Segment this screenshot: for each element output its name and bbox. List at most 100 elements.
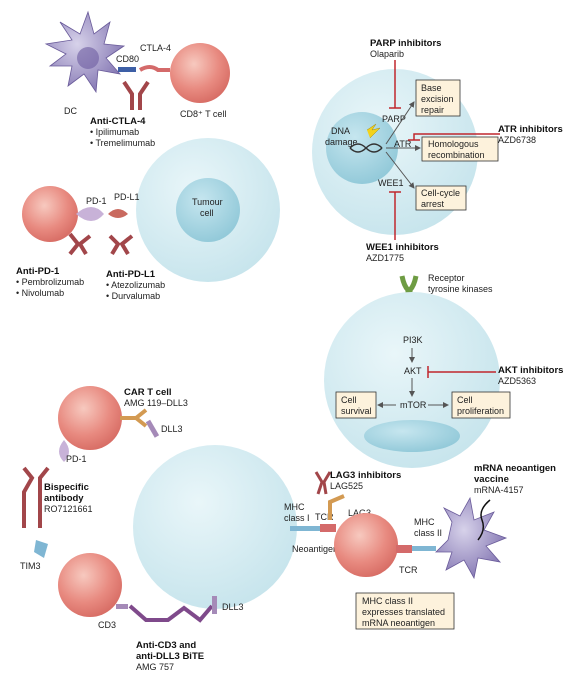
proliferation-text-1: Cell xyxy=(457,395,473,405)
bite-title-1: Anti-CD3 and xyxy=(136,640,196,651)
mhc2-receptor xyxy=(412,546,436,551)
dna-damage-label-2: damage xyxy=(325,137,358,147)
bite-antibody xyxy=(128,604,214,623)
car-t-title: CAR T cell xyxy=(124,387,172,398)
survival-text-2: survival xyxy=(341,406,372,416)
arrest-text-2: arrest xyxy=(421,199,445,209)
rtk-label-2: tyrosine kinases xyxy=(428,284,493,294)
ctla4-label: CTLA-4 xyxy=(140,43,171,53)
cd80-label: CD80 xyxy=(116,54,139,64)
dc-cell xyxy=(44,10,126,94)
vaccine-title-2: vaccine xyxy=(474,474,509,485)
tumour-label-2: cell xyxy=(200,208,214,218)
anti-pd1-drug-1: • Pembrolizumab xyxy=(16,277,84,287)
anti-ctla4-antibody xyxy=(122,80,150,110)
hr-text-2: recombination xyxy=(428,150,485,160)
akt-label: AKT xyxy=(404,366,422,376)
anti-pdl1-antibody xyxy=(108,234,134,256)
cd3-receptor xyxy=(116,604,128,609)
dll3-receptor-1 xyxy=(145,419,160,438)
mhc1-label-2: class I xyxy=(284,513,310,523)
anti-pd1-antibody xyxy=(68,232,92,256)
atr-inhibitors-title: ATR inhibitors xyxy=(498,124,563,135)
bispecific-title-2: antibody xyxy=(44,493,84,504)
tcr-receptor-2 xyxy=(396,545,412,553)
anti-pd1-title: Anti-PD-1 xyxy=(16,266,60,277)
dc-label: DC xyxy=(64,106,77,116)
bite-title-2: anti-DLL3 BiTE xyxy=(136,651,204,662)
car-t-drug: AMG 119–DLL3 xyxy=(124,398,188,408)
tim3-label: TIM3 xyxy=(20,561,41,571)
mhc2-label-1: MHC xyxy=(414,517,435,527)
vaccine-title-1: mRNA neoantigen xyxy=(474,463,556,474)
mhc1-receptor xyxy=(290,526,320,531)
proliferation-box xyxy=(451,391,511,419)
anti-pdl1-title: Anti-PD-L1 xyxy=(106,269,156,280)
pd1-label-2: PD-1 xyxy=(66,454,87,464)
atr-inhibition-line xyxy=(413,133,500,140)
ctla4-receptor xyxy=(138,65,170,72)
anti-pdl1-drug-1: • Atezolizumab xyxy=(106,280,165,290)
pi3k-nucleus xyxy=(364,420,460,452)
atr-inhibitors-drug: AZD6738 xyxy=(498,135,536,145)
car-t-cell xyxy=(58,386,122,450)
dll3-receptor-2 xyxy=(212,596,217,614)
car-receptor xyxy=(120,408,148,428)
bite-t-cell xyxy=(58,553,122,617)
proliferation-text-2: proliferation xyxy=(457,406,504,416)
arrow-to-ber xyxy=(385,101,415,145)
wee1-inhibitors-drug: AZD1775 xyxy=(366,253,404,263)
parp-inhibitors-drug: Olaparib xyxy=(370,49,404,59)
arrest-box xyxy=(415,185,467,211)
mtor-label: mTOR xyxy=(400,400,427,410)
bispecific-drug: RO7121661 xyxy=(44,504,93,514)
tim3-receptor xyxy=(34,540,48,558)
ber-text-3: repair xyxy=(421,105,444,115)
cd8-t-cell xyxy=(170,43,230,103)
dll3-label-2: DLL3 xyxy=(222,602,244,612)
anti-ctla4-title: Anti-CTLA-4 xyxy=(90,116,146,127)
vaccine-dc-cell xyxy=(435,496,508,580)
cd8-label: CD8⁺ T cell xyxy=(180,109,226,119)
arrow-to-arrest xyxy=(385,151,415,189)
survival-text-1: Cell xyxy=(341,395,357,405)
neoantigen-label: Neoantigen xyxy=(292,544,338,554)
bite-drug: AMG 757 xyxy=(136,662,174,672)
survival-box xyxy=(335,391,377,419)
pi3k-label: PI3K xyxy=(403,335,423,345)
dll3-label-1: DLL3 xyxy=(161,424,183,434)
cd3-label: CD3 xyxy=(98,620,116,630)
tumour-label-1: Tumour xyxy=(192,197,223,207)
lag3-antibody xyxy=(314,471,332,495)
dna-damage-bolt xyxy=(366,123,381,139)
akt-inhibitors-title: AKT inhibitors xyxy=(498,365,563,376)
tcr-label: TCR xyxy=(315,512,334,522)
lag3-label: LAG3 xyxy=(348,508,371,518)
anti-pdl1-drug-2: • Durvalumab xyxy=(106,291,160,301)
akt-inhibitors-drug: AZD5363 xyxy=(498,376,536,386)
cd80-receptor xyxy=(118,67,136,72)
mhc2-box-text-2: expresses translated xyxy=(362,607,445,617)
parp-label: PARP xyxy=(382,114,406,124)
lag3-inhibitors-title: LAG3 inhibitors xyxy=(330,470,401,481)
tcr-receptor xyxy=(320,524,336,532)
pd1-t-cell xyxy=(22,186,78,242)
arrest-text-1: Cell-cycle xyxy=(421,188,460,198)
hr-text-1: Homologous xyxy=(428,139,479,149)
lag3-receptor xyxy=(328,494,345,520)
bispecific-title-1: Bispecific xyxy=(44,482,89,493)
tumour-nucleus xyxy=(176,178,240,242)
ddr-nucleus xyxy=(326,112,398,184)
parp-inhibitors-title: PARP inhibitors xyxy=(370,38,441,49)
mhc1-label-1: MHC xyxy=(284,502,305,512)
pdl1-label: PD-L1 xyxy=(114,192,140,202)
pdl1-receptor xyxy=(108,209,128,218)
wee1-label: WEE1 xyxy=(378,178,404,188)
dll3-tumour-cell xyxy=(133,445,297,609)
dna-damage-label-1: DNA xyxy=(331,126,350,136)
mhc2-expression-box xyxy=(355,592,455,630)
mhc2-box-text-3: mRNA neoantigen xyxy=(362,618,435,628)
vaccine-drug: mRNA-4157 xyxy=(474,485,524,495)
